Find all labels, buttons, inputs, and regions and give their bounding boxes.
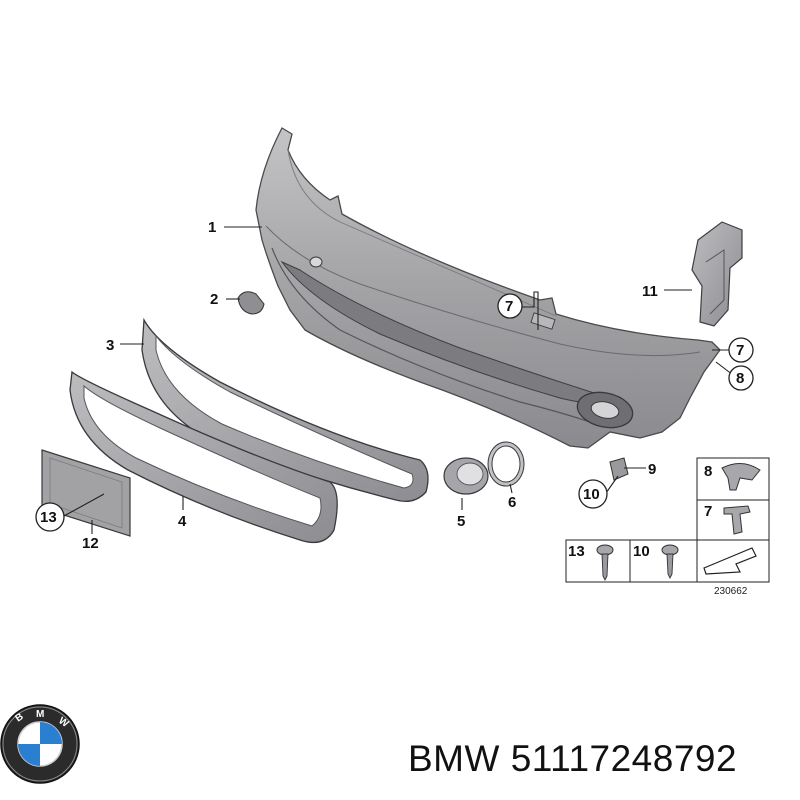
arrow-icon bbox=[703, 547, 757, 575]
callout-13: 13 bbox=[40, 509, 57, 526]
bolt-icon-13 bbox=[596, 544, 614, 582]
callout-10: 10 bbox=[583, 486, 600, 503]
callout-3: 3 bbox=[106, 337, 114, 354]
callout-1: 1 bbox=[208, 219, 216, 236]
expansion-rivet-icon bbox=[723, 505, 751, 535]
callouts: 1 2 3 4 5 6 7 11 7 8 9 10 13 12 bbox=[35, 219, 754, 552]
bmw-logo: B M W bbox=[0, 704, 80, 784]
callout-11: 11 bbox=[642, 283, 658, 300]
diagram-number: 230662 bbox=[714, 586, 748, 597]
clip-icon bbox=[721, 463, 761, 491]
callout-12: 12 bbox=[82, 535, 99, 552]
mounting-bracket bbox=[691, 221, 743, 327]
callout-8: 8 bbox=[736, 370, 744, 387]
callout-5: 5 bbox=[457, 513, 465, 530]
callout-13-circle bbox=[35, 502, 65, 532]
bumper-cover bbox=[255, 127, 721, 449]
fog-lamp-ring-right bbox=[487, 441, 525, 487]
grille-frame-lower bbox=[69, 370, 338, 544]
svg-text:M: M bbox=[36, 709, 44, 720]
bolt-icon-10 bbox=[661, 544, 679, 580]
callout-7-circle-b bbox=[728, 337, 754, 363]
legend-label-10: 10 bbox=[633, 543, 650, 560]
callout-6: 6 bbox=[508, 494, 516, 511]
callout-9: 9 bbox=[648, 461, 656, 478]
fog-lamp-ring-left bbox=[443, 457, 489, 495]
legend-label-8: 8 bbox=[704, 463, 712, 480]
callout-7-circle-a bbox=[497, 293, 523, 319]
callout-2: 2 bbox=[210, 291, 218, 308]
callout-4: 4 bbox=[178, 513, 187, 530]
legend-label-13: 13 bbox=[568, 543, 585, 560]
callout-7-b: 7 bbox=[736, 342, 744, 359]
part-number-label: BMW 51117248792 bbox=[408, 738, 738, 779]
callout-10-circle bbox=[578, 479, 608, 509]
callout-7-a: 7 bbox=[505, 298, 513, 315]
legend-label-7: 7 bbox=[704, 503, 712, 520]
fastener-legend: 8 7 13 10 230662 bbox=[565, 457, 770, 597]
plug-cap bbox=[237, 291, 265, 315]
clip-part-9 bbox=[609, 457, 629, 481]
callout-8-circle bbox=[728, 365, 754, 391]
